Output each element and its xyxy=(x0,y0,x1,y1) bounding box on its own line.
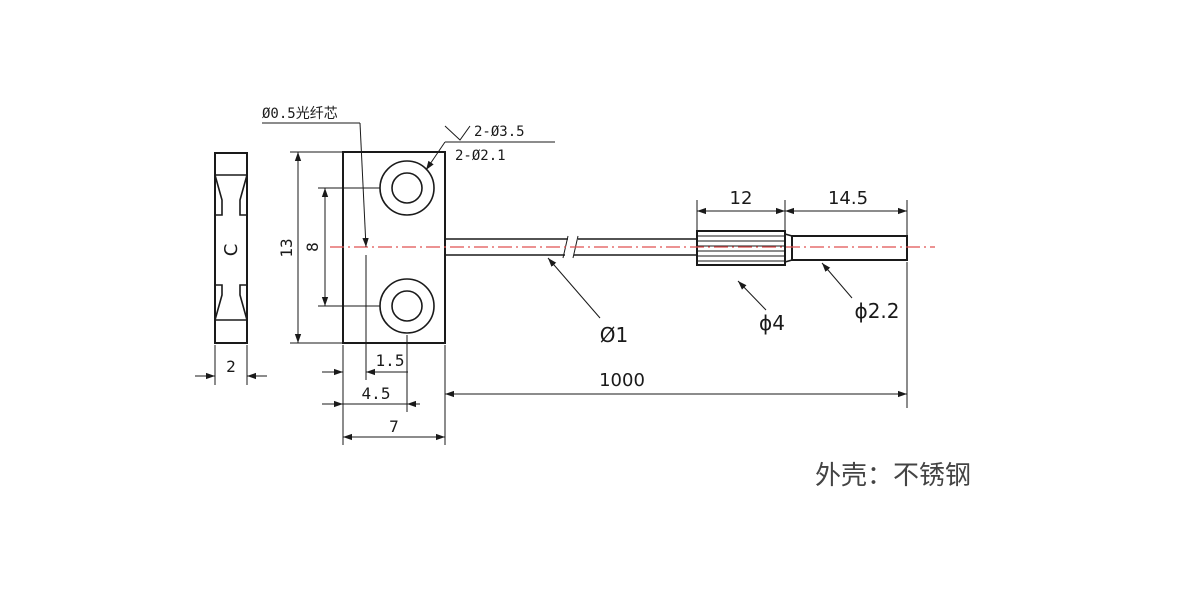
dim-side-thickness-label: 2 xyxy=(226,357,236,376)
side-letter: C xyxy=(221,244,242,257)
dim-tip-length: 14.5 xyxy=(785,188,908,236)
callout-cable-diameter: Ø1 xyxy=(547,257,628,347)
dim-sleeve-length: 12 xyxy=(696,188,786,231)
hole-countersink-label: 2-Ø3.5 xyxy=(474,124,525,140)
material-note: 外壳：不锈钢 xyxy=(815,461,971,491)
dim-hole-spacing-label: 8 xyxy=(303,242,322,252)
cable-diameter-label: Ø1 xyxy=(600,323,628,347)
dim-body-width-label: 7 xyxy=(389,417,399,436)
dim-height-label: 13 xyxy=(277,238,296,257)
upper-hole-inner xyxy=(391,172,423,204)
hole-thru-label: 2-Ø2.1 xyxy=(455,148,506,164)
dim-cable-length-label: 1000 xyxy=(599,370,645,391)
dim-hole-offset-label: 4.5 xyxy=(362,384,391,403)
dim-hole-spacing: 8 xyxy=(303,187,380,307)
dim-height: 13 xyxy=(277,151,343,344)
dim-hole-offset: 4.5 xyxy=(322,335,420,412)
dim-core-offset: 1.5 xyxy=(322,255,408,445)
callout-tip-diameter: ϕ2.2 xyxy=(821,262,900,323)
dim-sleeve-length-label: 12 xyxy=(730,188,753,209)
fiber-core-label: Ø0.5光纤芯 xyxy=(262,106,338,122)
knurled-sleeve xyxy=(696,230,793,266)
dim-cable-length: 1000 xyxy=(445,262,908,408)
tip-diameter-label: ϕ2.2 xyxy=(855,299,900,323)
callout-sleeve-diameter: ϕ4 xyxy=(737,280,785,335)
lower-hole-inner xyxy=(391,290,423,322)
sleeve-diameter-label: ϕ4 xyxy=(759,311,785,335)
fiber-core-callout: Ø0.5光纤芯 xyxy=(262,106,369,248)
side-view: C xyxy=(214,152,248,344)
dim-side-thickness: 2 xyxy=(195,345,267,385)
dim-tip-length-label: 14.5 xyxy=(828,188,868,209)
hole-callout: 2-Ø3.5 2-Ø2.1 xyxy=(425,124,555,171)
dim-core-offset-label: 1.5 xyxy=(376,351,405,370)
tip xyxy=(791,235,908,261)
